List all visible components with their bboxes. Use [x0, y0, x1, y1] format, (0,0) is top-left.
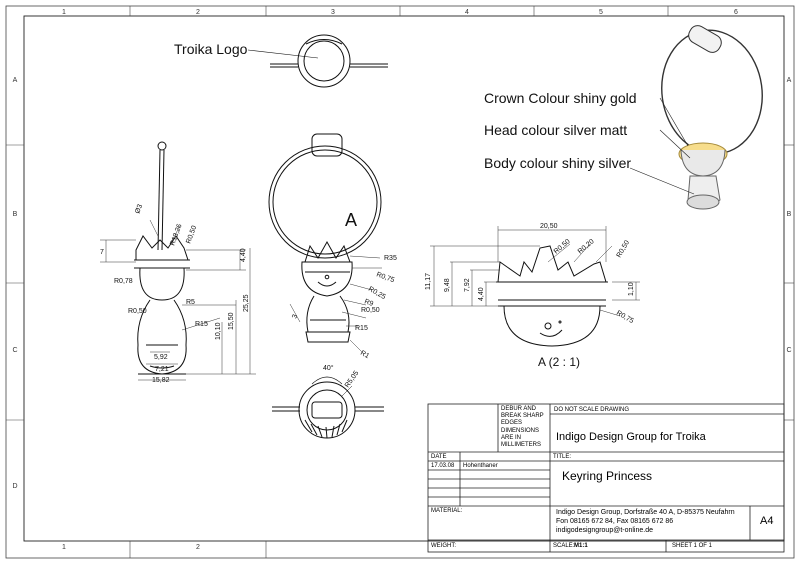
address-line-3: indigodesigngroup@t-online.de — [556, 527, 654, 534]
dim-side-1010: 10,10 — [215, 322, 222, 340]
dim-detail-r050a: R0,50 — [553, 238, 572, 255]
dim-front-r35: R35 — [384, 255, 397, 262]
dimensions-note: DIMENSIONS ARE IN MILLIMETERS — [501, 428, 542, 448]
dim-detail-948: 9,48 — [444, 278, 451, 292]
zone-col-1: 1 — [62, 9, 66, 16]
zone-ticks — [6, 6, 794, 558]
scale-value: M1:1 — [574, 543, 588, 549]
top-view — [272, 376, 384, 439]
dim-side-721: 7,21 — [155, 366, 169, 373]
dim-side-7: 7 — [100, 249, 104, 256]
callout-leaders — [629, 97, 695, 195]
dim-detail-792: 7,92 — [464, 278, 471, 292]
dim-detail-1117: 11,17 — [425, 273, 432, 290]
dim-side-r5: R5 — [186, 299, 195, 306]
dim-side-2525: 25,25 — [243, 294, 250, 312]
material-label: MATERIAL: — [431, 508, 463, 514]
dim-side-r050b: R0,50 — [128, 308, 147, 315]
detail-view — [496, 245, 608, 347]
dim-side-r050a: R0,50 — [185, 225, 198, 245]
dim-detail-r050b: R0,50 — [616, 239, 631, 259]
isometric-render — [661, 25, 763, 210]
dim-detail-2050: 20,50 — [540, 223, 558, 230]
zone-row-c: C — [12, 347, 17, 354]
title-label: TITLE: — [553, 454, 572, 460]
zone-col-4: 4 — [465, 9, 469, 16]
sheet-number: SHEET 1 OF 1 — [672, 543, 712, 549]
dim-detail-440: 4,40 — [478, 287, 485, 301]
callout-logo: Troika Logo — [174, 41, 248, 57]
side-view-dims — [100, 219, 256, 381]
dim-side-phi3: Ø3 — [134, 203, 144, 214]
dim-side-1582: 15,82 — [152, 377, 170, 384]
address-line-1: Indigo Design Group, Dorfstraße 40 A, D-… — [556, 509, 735, 516]
front-view-dims — [289, 255, 382, 353]
dim-side-r15: R15 — [195, 321, 208, 328]
dim-side-440: 4,40 — [240, 248, 247, 262]
dim-detail-110: 1,10 — [628, 282, 635, 296]
dim-front-r050: R0,50 — [361, 307, 380, 314]
dim-side-1550: 15,50 — [228, 312, 235, 330]
side-view — [134, 141, 190, 375]
dim-side-r13: R13,26 — [169, 223, 183, 247]
dim-front-3: 3 — [291, 314, 299, 320]
zone-row-b-right: B — [787, 211, 792, 218]
callout-crown: Crown Colour shiny gold — [484, 90, 637, 106]
dim-side-r078: R0,78 — [114, 278, 133, 285]
drawn-by: Hohenthaner — [463, 463, 498, 469]
sheet-size: A4 — [760, 515, 774, 527]
dim-side-592: 5,92 — [154, 354, 168, 361]
callout-body: Body colour shiny silver — [484, 155, 631, 171]
no-scale-note: DO NOT SCALE DRAWING — [554, 407, 630, 413]
zone-row-c-right: C — [786, 347, 791, 354]
dim-top-r505: R5,05 — [344, 370, 361, 389]
zone-col-2-bottom: 2 — [196, 544, 200, 551]
weight-label: WEIGHT: — [431, 543, 456, 549]
detail-marker-a: A — [345, 210, 357, 230]
debur-note: DEBUR AND BREAK SHARP EDGES — [501, 406, 544, 426]
zone-col-2: 2 — [196, 9, 200, 16]
detail-view-dims — [430, 226, 640, 317]
zone-row-b: B — [13, 211, 18, 218]
zone-row-d: D — [12, 483, 17, 490]
callout-head: Head colour silver matt — [484, 122, 627, 138]
dim-detail-r020: R0,20 — [577, 238, 596, 255]
zone-row-a: A — [13, 77, 18, 84]
zone-col-3: 3 — [331, 9, 335, 16]
dim-front-r9: R9 — [363, 298, 374, 308]
zone-col-1-bottom: 1 — [62, 544, 66, 551]
zone-col-6: 6 — [734, 9, 738, 16]
company-name: Indigo Design Group for Troika — [556, 431, 706, 443]
zone-col-5: 5 — [599, 9, 603, 16]
scale-label: SCALE: — [553, 543, 575, 549]
dim-front-r15: R15 — [355, 325, 368, 332]
dim-front-r075: R0,75 — [375, 271, 395, 284]
date-label: DATE — [431, 454, 447, 460]
address-line-2: Fon 08165 672 84, Fax 08165 672 86 — [556, 518, 674, 525]
zone-row-a-right: A — [787, 77, 792, 84]
dim-front-r1: R1 — [359, 350, 370, 361]
date-value: 17.03.08 — [431, 463, 455, 469]
dim-top-40: 40° — [323, 364, 334, 372]
drawing-title: Keyring Princess — [562, 469, 653, 483]
title-block-grid — [427, 403, 785, 553]
logo-view — [247, 34, 388, 88]
inner-frame — [23, 15, 785, 542]
detail-caption: A (2 : 1) — [538, 355, 580, 369]
front-view — [268, 133, 382, 343]
dim-detail-r075: R0,75 — [615, 310, 635, 325]
